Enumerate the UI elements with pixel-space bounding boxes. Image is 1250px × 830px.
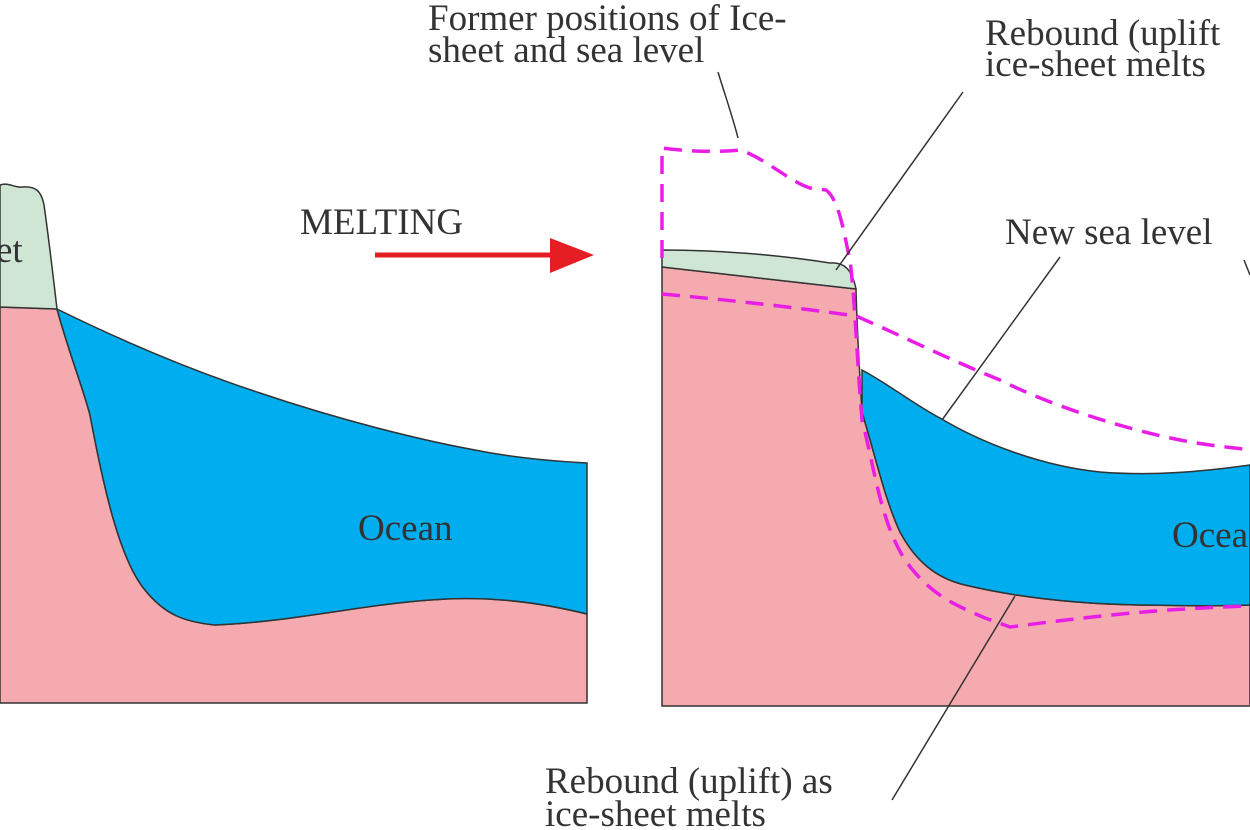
- melting-arrow-icon: [550, 238, 594, 273]
- ocean-label-right: Ocea: [1172, 515, 1248, 556]
- ocean-label-left: Ocean: [358, 508, 453, 549]
- melting-label: MELTING: [300, 202, 463, 243]
- after-melting-panel: Ocea: [660, 145, 1250, 707]
- former-positions-label-line2: sheet and sea level: [428, 30, 704, 71]
- before-melting-panel: et Ocean: [0, 183, 588, 704]
- former-sea-level-outline: [661, 292, 1250, 452]
- melting-arrow-group: MELTING: [300, 202, 594, 273]
- former-ice-sheet-outline: [660, 145, 1250, 629]
- new-sea-level-leader-line: [941, 256, 1061, 421]
- rebound-bottom-label-line2: ice-sheet melts: [545, 794, 766, 830]
- right-ocean: [861, 368, 1250, 607]
- new-sea-level-leader-line-right: [1243, 259, 1250, 276]
- former-positions-label-line1: Former positions of Ice-: [428, 0, 787, 39]
- ice-sheet-label: et: [0, 230, 23, 271]
- rebound-top-label-line2: ice-sheet melts: [985, 44, 1206, 85]
- new-sea-level-label: New sea level: [1005, 212, 1213, 253]
- rebound-top-leader-line: [835, 91, 964, 271]
- callouts: Former positions of Ice- sheet and sea l…: [428, 0, 1250, 830]
- rebound-bottom-label-line1: Rebound (uplift) as: [545, 761, 833, 802]
- left-ice-sheet: [0, 183, 58, 310]
- left-ocean: [55, 307, 588, 626]
- former-positions-leader-line: [717, 71, 739, 139]
- rebound-bottom-leader-line: [891, 595, 1016, 801]
- rebound-top-label-line1: Rebound (uplift: [985, 13, 1221, 54]
